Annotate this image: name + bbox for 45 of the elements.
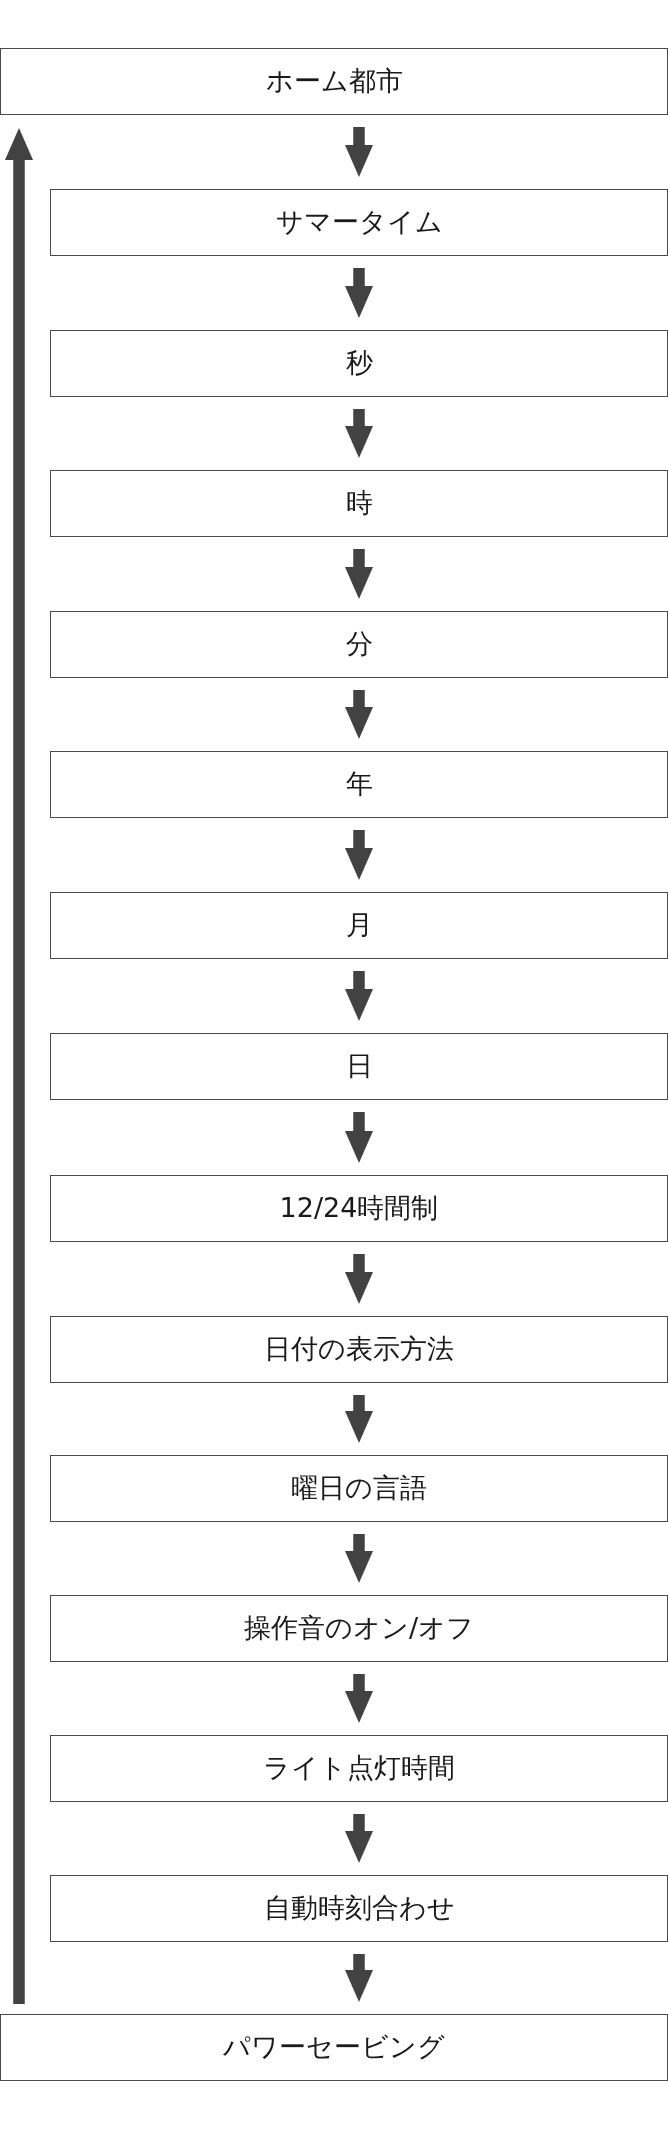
process-box [50, 1455, 668, 1522]
arrow [345, 268, 373, 318]
step-label: ライト点灯時間 [263, 1752, 455, 1785]
arrow [345, 1254, 373, 1304]
arrow [5, 128, 33, 2004]
step-label: 時 [345, 487, 373, 520]
step-label: 操作音のオン/オフ [243, 1612, 475, 1645]
process-box [50, 751, 668, 818]
process-box [50, 189, 668, 256]
arrow [345, 1395, 373, 1443]
arrow [345, 409, 373, 458]
process-box [50, 1875, 668, 1942]
process-box [50, 1175, 668, 1242]
arrow [345, 1674, 373, 1723]
step-label: 日付の表示方法 [264, 1333, 454, 1366]
step-label: 秒 [345, 347, 373, 380]
process-box [50, 470, 668, 537]
step-label: 年 [345, 768, 373, 801]
arrow [345, 690, 373, 739]
process-box [50, 1595, 668, 1662]
step-label: パワーセービング [223, 2031, 445, 2064]
process-box [50, 892, 668, 959]
step-label: サマータイム [275, 206, 443, 239]
step-label: 自動時刻合わせ [263, 1892, 455, 1925]
arrow [345, 971, 373, 1021]
step-label: 分 [345, 628, 373, 661]
process-box [50, 1033, 668, 1100]
arrow [345, 549, 373, 599]
process-box [0, 48, 668, 115]
arrow [345, 127, 373, 177]
arrow [345, 1954, 373, 2002]
arrow [345, 830, 373, 880]
arrow [345, 1814, 373, 1863]
step-label: 12/24時間制 [279, 1192, 439, 1225]
step-label: ホーム都市 [265, 65, 403, 98]
process-box [50, 330, 668, 397]
process-box [0, 2014, 668, 2081]
arrow [345, 1534, 373, 1583]
process-box [50, 1735, 668, 1802]
step-label: 日 [345, 1050, 373, 1083]
step-label: 月 [345, 909, 373, 942]
step-label: 曜日の言語 [291, 1472, 427, 1505]
arrow [345, 1112, 373, 1163]
process-box [50, 1316, 668, 1383]
process-box [50, 611, 668, 678]
